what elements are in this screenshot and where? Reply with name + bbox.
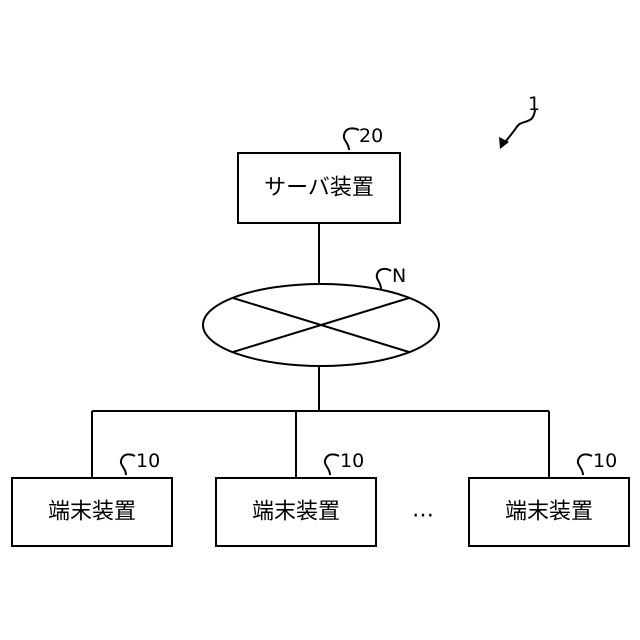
- terminal-ref-label: 10: [593, 450, 617, 472]
- terminal-label: 端末装置: [48, 500, 136, 525]
- server-ref-leader: [344, 128, 359, 150]
- network-ref-label: N: [392, 265, 406, 287]
- network-ref-leader: [377, 269, 391, 289]
- terminal-ref-leader: [121, 454, 135, 475]
- system-ref-arrow: [503, 110, 535, 145]
- terminal-ref-leader: [325, 454, 339, 475]
- terminal-label: 端末装置: [505, 500, 593, 525]
- terminal-ref-label: 10: [136, 450, 160, 472]
- terminal-ellipsis: …: [412, 498, 434, 523]
- terminal-ref-leader: [578, 454, 592, 475]
- server-ref-label: 20: [359, 125, 383, 147]
- terminal-label: 端末装置: [252, 500, 340, 525]
- server-label: サーバ装置: [264, 176, 374, 201]
- terminal-ref-label: 10: [340, 450, 364, 472]
